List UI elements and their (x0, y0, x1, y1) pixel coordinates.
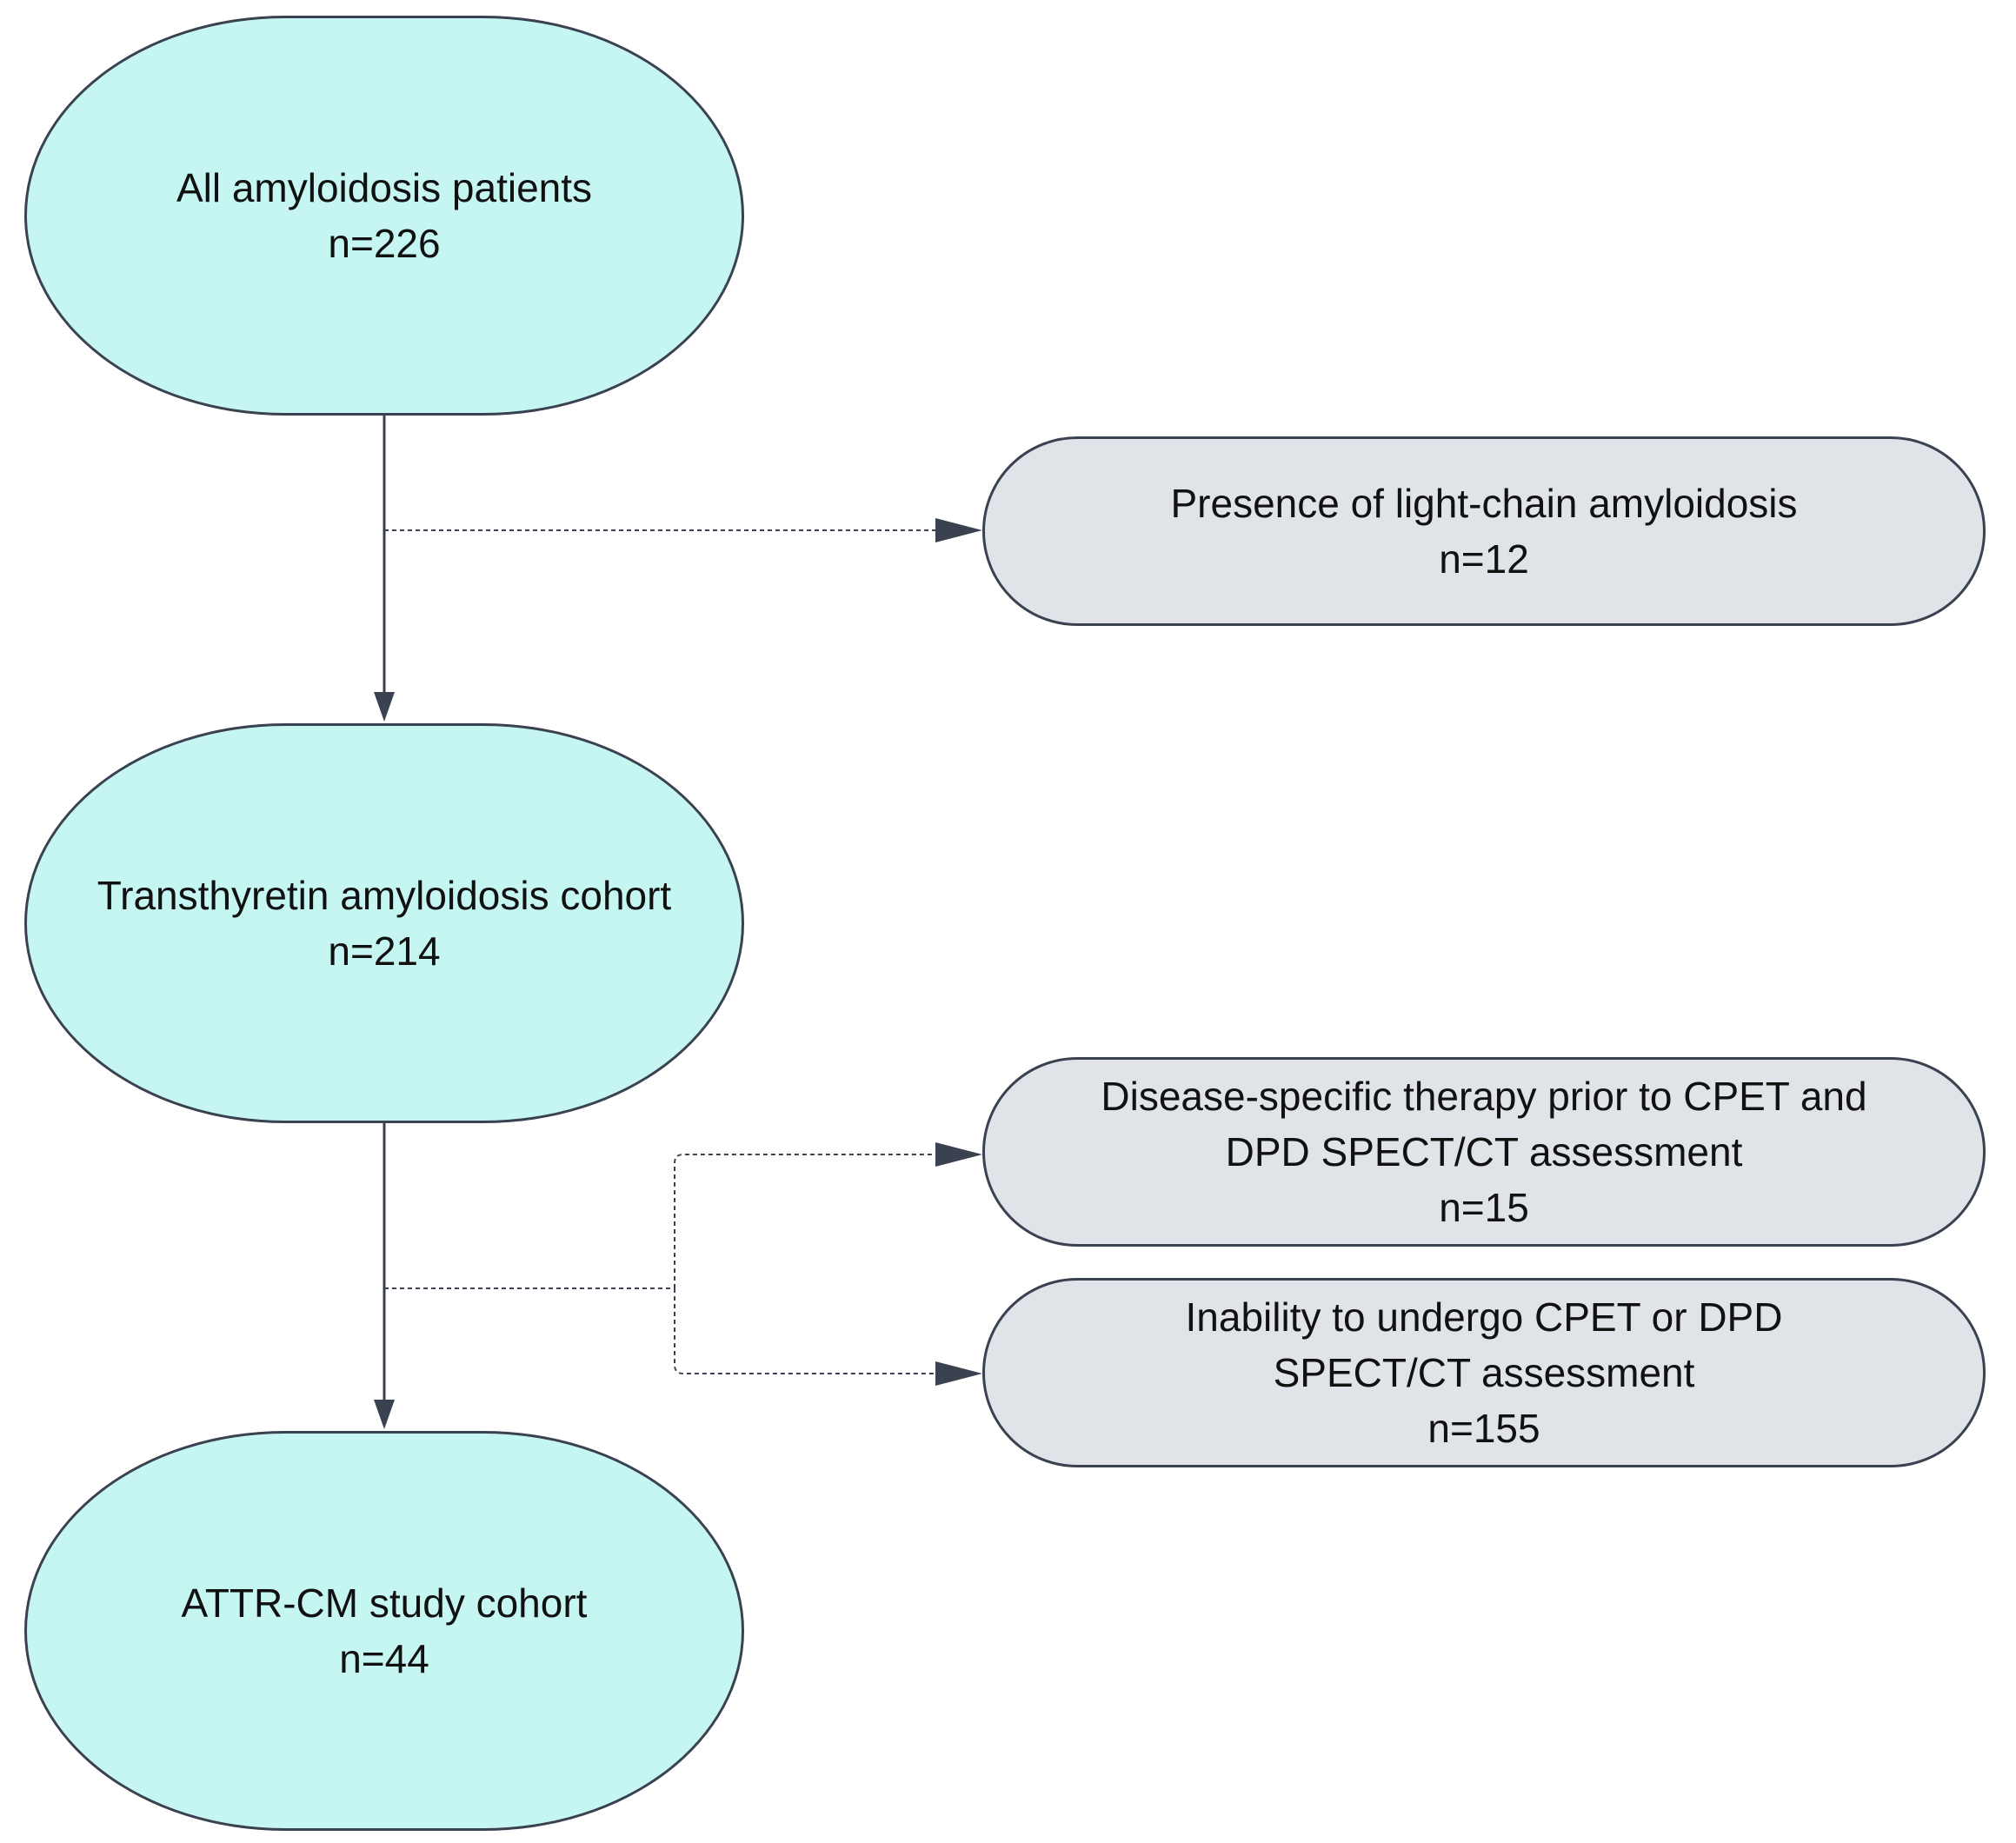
node-excl-light-chain: Presence of light-chain amyloidosis n=12 (982, 436, 1986, 626)
node-all-patients-count: n=226 (328, 221, 441, 266)
node-excl-inability-count: n=155 (1427, 1406, 1540, 1451)
node-excl-inability-line1: Inability to undergo CPET or DPD (1185, 1294, 1783, 1340)
node-attr-cohort-title: Transthyretin amyloidosis cohort (96, 873, 672, 918)
node-attr-cohort: Transthyretin amyloidosis cohort n=214 (24, 723, 744, 1123)
node-excl-therapy-line1: Disease-specific therapy prior to CPET a… (1101, 1074, 1867, 1119)
node-excl-therapy: Disease-specific therapy prior to CPET a… (982, 1057, 1986, 1247)
arrowhead-attr (374, 692, 395, 722)
node-study-cohort-title: ATTR-CM study cohort (181, 1580, 588, 1626)
node-excl-light-chain-title: Presence of light-chain amyloidosis (1170, 481, 1798, 526)
arrowhead-inability (935, 1361, 982, 1386)
node-excl-therapy-count: n=15 (1439, 1185, 1529, 1230)
node-all-patients-title: All amyloidosis patients (176, 165, 593, 210)
node-attr-cohort-count: n=214 (328, 928, 441, 974)
dashed-split-exclusions (674, 1154, 941, 1374)
node-study-cohort: ATTR-CM study cohort n=44 (24, 1431, 744, 1831)
arrowhead-light-chain (935, 518, 982, 542)
node-excl-therapy-line2: DPD SPECT/CT assessment (1225, 1129, 1743, 1174)
node-study-cohort-count: n=44 (339, 1636, 429, 1681)
node-excl-light-chain-count: n=12 (1439, 536, 1529, 582)
node-excl-inability: Inability to undergo CPET or DPD SPECT/C… (982, 1278, 1986, 1467)
arrowhead-therapy (935, 1142, 982, 1167)
arrowhead-study (374, 1400, 395, 1429)
node-excl-inability-line2: SPECT/CT assessment (1273, 1350, 1695, 1395)
node-all-patients: All amyloidosis patients n=226 (24, 16, 744, 416)
